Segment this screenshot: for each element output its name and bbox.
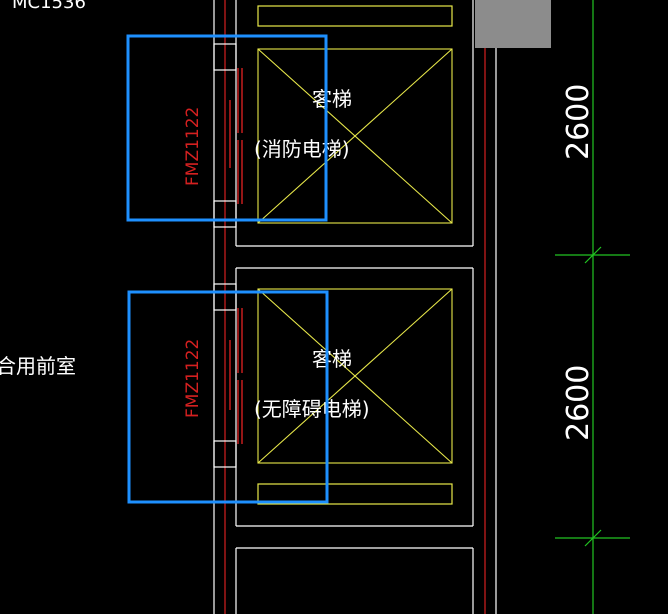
- door-code-1: FMZ1122: [183, 107, 203, 186]
- door-jambs-2: [213, 283, 237, 468]
- dimension-line: [555, 0, 630, 614]
- grey-column: [475, 0, 551, 48]
- highlight-box-1: [126, 34, 328, 222]
- room-label: 合用前室: [0, 354, 76, 378]
- door-jambs-1: [213, 43, 237, 228]
- door-code-2: FMZ1122: [183, 339, 203, 418]
- elevator-car-1: [257, 48, 453, 224]
- elevator-car-2: [257, 288, 453, 464]
- shaft-2: [236, 267, 473, 549]
- elevator-2-name: 客梯: [312, 347, 352, 371]
- elevator-2-type: (无障碍电梯): [254, 397, 370, 421]
- counterweight-top: [257, 5, 453, 27]
- dimension-text-2: 2600: [561, 365, 596, 441]
- elevator-1-type: (消防电梯): [254, 137, 350, 161]
- highlight-box-2: [127, 290, 329, 504]
- door-leaves-2: [229, 308, 243, 444]
- elevator-1-name: 客梯: [312, 87, 352, 111]
- door-leaves-1: [229, 68, 243, 204]
- counterweight-bottom: [257, 483, 453, 505]
- wall-lines-right: [472, 0, 497, 614]
- door-label-mc: MC1536: [12, 0, 86, 13]
- dimension-text-1: 2600: [561, 84, 596, 160]
